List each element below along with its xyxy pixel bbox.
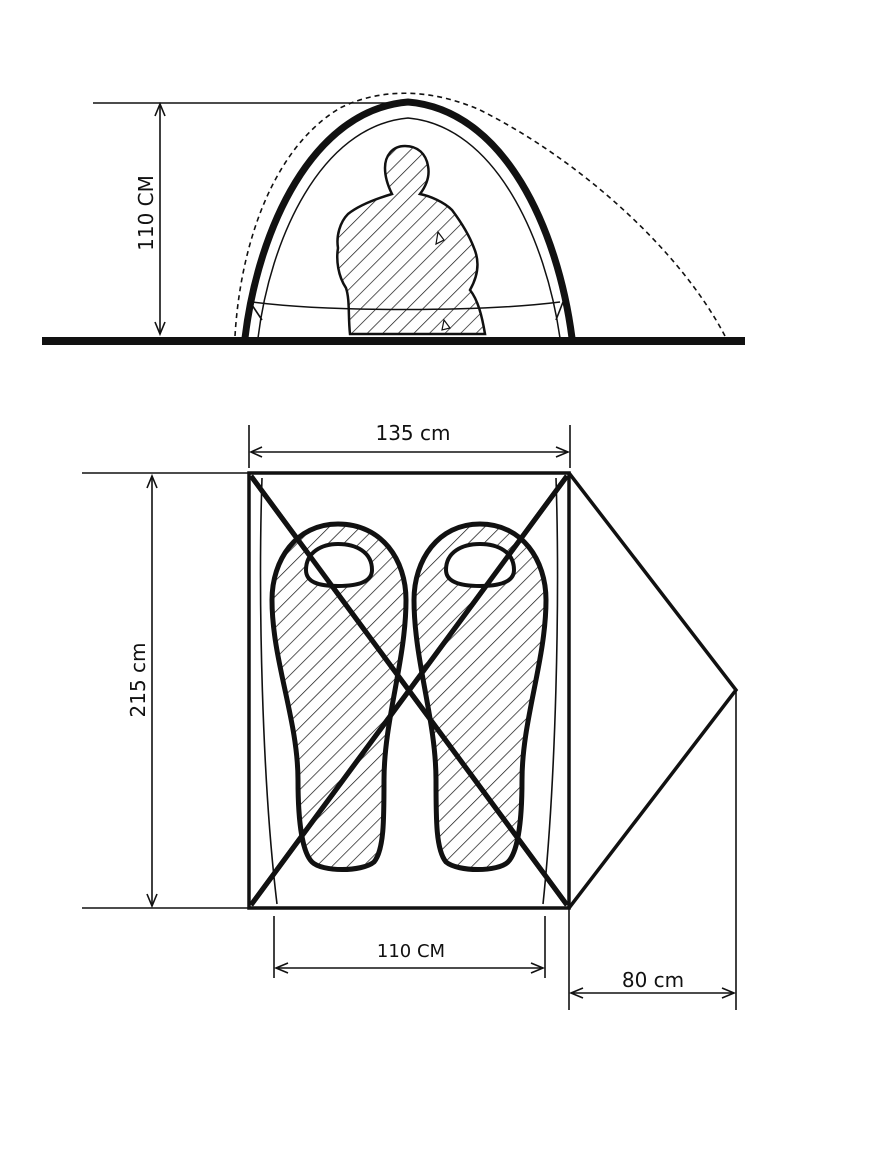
vestibule-outline xyxy=(567,471,739,910)
top-view: 135 cm 215 cm xyxy=(82,421,739,1010)
height-dimension: 110 CM xyxy=(93,101,400,337)
floor-width-label: 110 CM xyxy=(377,941,445,962)
floor-width-dimension: 110 CM xyxy=(273,916,546,978)
floor-edge-left xyxy=(259,477,278,905)
tent-arch xyxy=(241,98,576,339)
pillow-right xyxy=(443,541,517,589)
rainfly-outline xyxy=(234,92,726,337)
ground-line xyxy=(42,337,745,345)
width-label: 135 cm xyxy=(375,421,450,445)
floor-edge-right xyxy=(542,477,559,905)
vestibule-dimension: 80 cm xyxy=(568,908,737,1010)
tent-inner-arch xyxy=(257,117,561,339)
side-view: 110 CM xyxy=(42,92,745,345)
vestibule-label: 80 cm xyxy=(622,968,684,992)
length-label: 215 cm xyxy=(126,642,150,717)
sleeping-bag-right xyxy=(411,521,549,872)
tent-floor-outline xyxy=(247,471,571,910)
person-silhouette xyxy=(336,144,487,336)
height-label: 110 CM xyxy=(134,175,158,251)
sleeping-bag-left xyxy=(269,521,409,872)
length-dimension: 215 cm xyxy=(82,472,249,909)
width-dimension: 135 cm xyxy=(248,421,571,468)
